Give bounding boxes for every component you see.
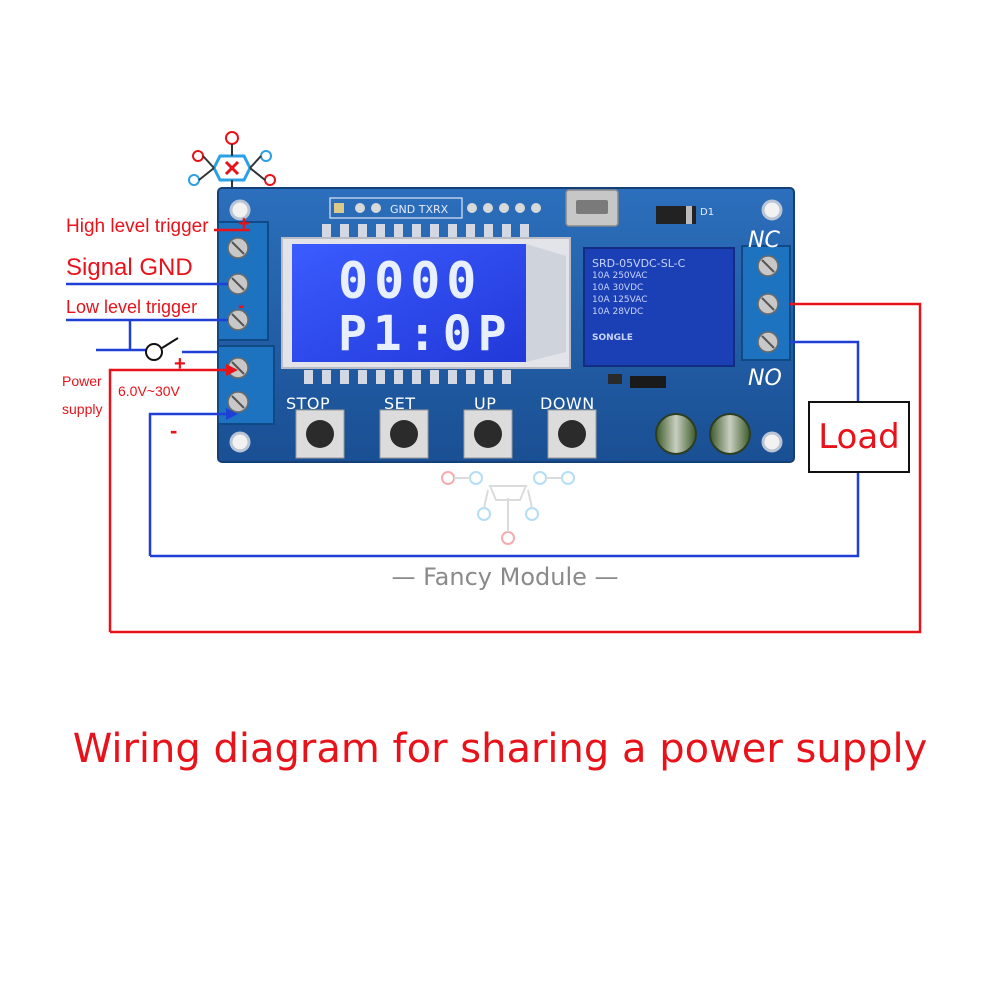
high-trigger-label: High level trigger — [66, 216, 209, 237]
signal-gnd-label: Signal GND — [66, 254, 193, 281]
watermark-text: — Fancy Module — — [391, 563, 619, 591]
relay-rating-4: 10A 28VDC — [592, 307, 644, 317]
low-trigger-label: Low level trigger — [66, 297, 198, 317]
no-label: NO — [748, 366, 782, 391]
supply-label: supply — [62, 401, 103, 417]
button-label-down: DOWN — [540, 394, 595, 413]
power-minus: - — [170, 418, 178, 443]
button-label-up: UP — [474, 394, 497, 413]
relay-rating-1: 10A 250VAC — [592, 271, 648, 281]
relay-rating-2: 10A 30VDC — [592, 283, 644, 293]
header-silk-label: GND TXRX — [390, 203, 449, 216]
low-trigger-minus: - — [238, 295, 245, 317]
button-label-set: SET — [384, 394, 416, 413]
relay-markings: SRD-05VDC-SL-C 10A 250VAC 10A 30VDC 10A … — [592, 258, 726, 358]
relay-brand: SONGLE — [592, 333, 633, 343]
load-label: Load — [818, 417, 900, 457]
power-label: Power — [62, 373, 102, 389]
voltage-label: 6.0V~30V — [118, 383, 180, 399]
d1-label: D1 — [700, 207, 715, 218]
load-box: Load — [808, 401, 910, 473]
high-trigger-plus: + — [238, 213, 250, 235]
relay-model: SRD-05VDC-SL-C — [592, 257, 686, 270]
capacitors — [655, 413, 751, 455]
lcd-screen — [292, 244, 526, 362]
lcd-line1: 0000 — [338, 252, 483, 310]
caption: Wiring diagram for sharing a power suppl… — [72, 726, 928, 772]
power-plus: + — [174, 353, 186, 375]
button-label-stop: STOP — [286, 394, 331, 413]
lcd-line2: P1:0P — [338, 306, 513, 362]
watermark-logo-icon — [441, 471, 575, 545]
pushbuttons — [295, 409, 597, 459]
logo-icon — [188, 131, 276, 209]
relay-rating-3: 10A 125VAC — [592, 295, 648, 305]
relay — [583, 247, 735, 367]
nc-label: NC — [748, 228, 780, 253]
